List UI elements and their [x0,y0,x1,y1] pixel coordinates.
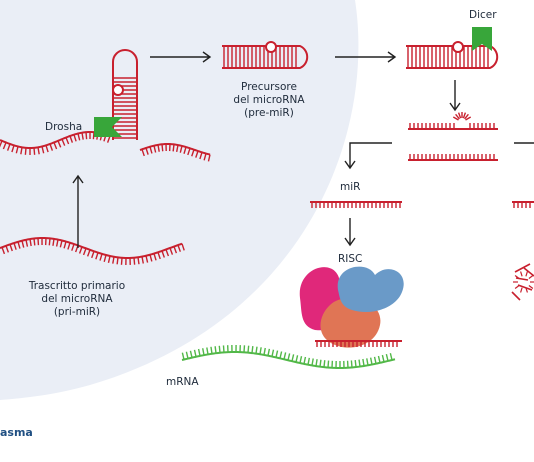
risc-complex [299,266,404,348]
pri-mir-label-line2: del microRNA [41,293,113,305]
mrna-label: mRNA [166,376,199,388]
arrow-to-duplex [449,80,461,112]
pri-mir-hairpin [112,49,138,140]
risc-label: RISC [338,253,363,265]
pri-mir-label: Trascritto primario del microRNA (pri-mi… [29,280,125,319]
passenger-strand [512,201,534,208]
arrow-to-pre-mir [150,51,212,63]
dicer-label: Dicer [469,9,497,21]
pri-mir-transcript [0,130,211,162]
pre-mir-label-line3: (pre-miR) [244,107,294,119]
mature-mir [310,201,402,208]
pre-mir-dicer-complex [406,27,499,69]
arrow-to-risc [344,218,356,247]
mir-duplex [408,112,498,161]
arrow-pri-to-hairpin [72,174,84,248]
pre-mir [222,41,309,69]
dicer-enzyme [472,27,492,51]
drosha-enzyme [94,117,122,137]
pre-mir-label: Precursore del microRNA (pre-miR) [233,81,304,120]
drosha-label: Drosha [45,121,83,133]
pri-mir-label-line3: (pri-miR) [53,306,101,318]
target-mrna [181,345,396,369]
brand-text-fragment: asma [0,426,33,439]
mir-label: miR [340,181,361,193]
pri-mir-label-line1: Trascritto primario [28,280,126,292]
nucleus-region [0,0,359,400]
pri-mir-transcript-lower [0,237,185,265]
pre-mir-label-line2: del microRNA [233,94,305,106]
degraded-strand [511,263,534,301]
risc-blue-protein [337,266,404,312]
arrow-to-mir [344,142,392,170]
cleavage-burst [452,112,472,121]
arrow-to-dicer [335,51,397,63]
pre-mir-label-line1: Precursore [241,81,297,93]
process-arrows [72,51,534,248]
